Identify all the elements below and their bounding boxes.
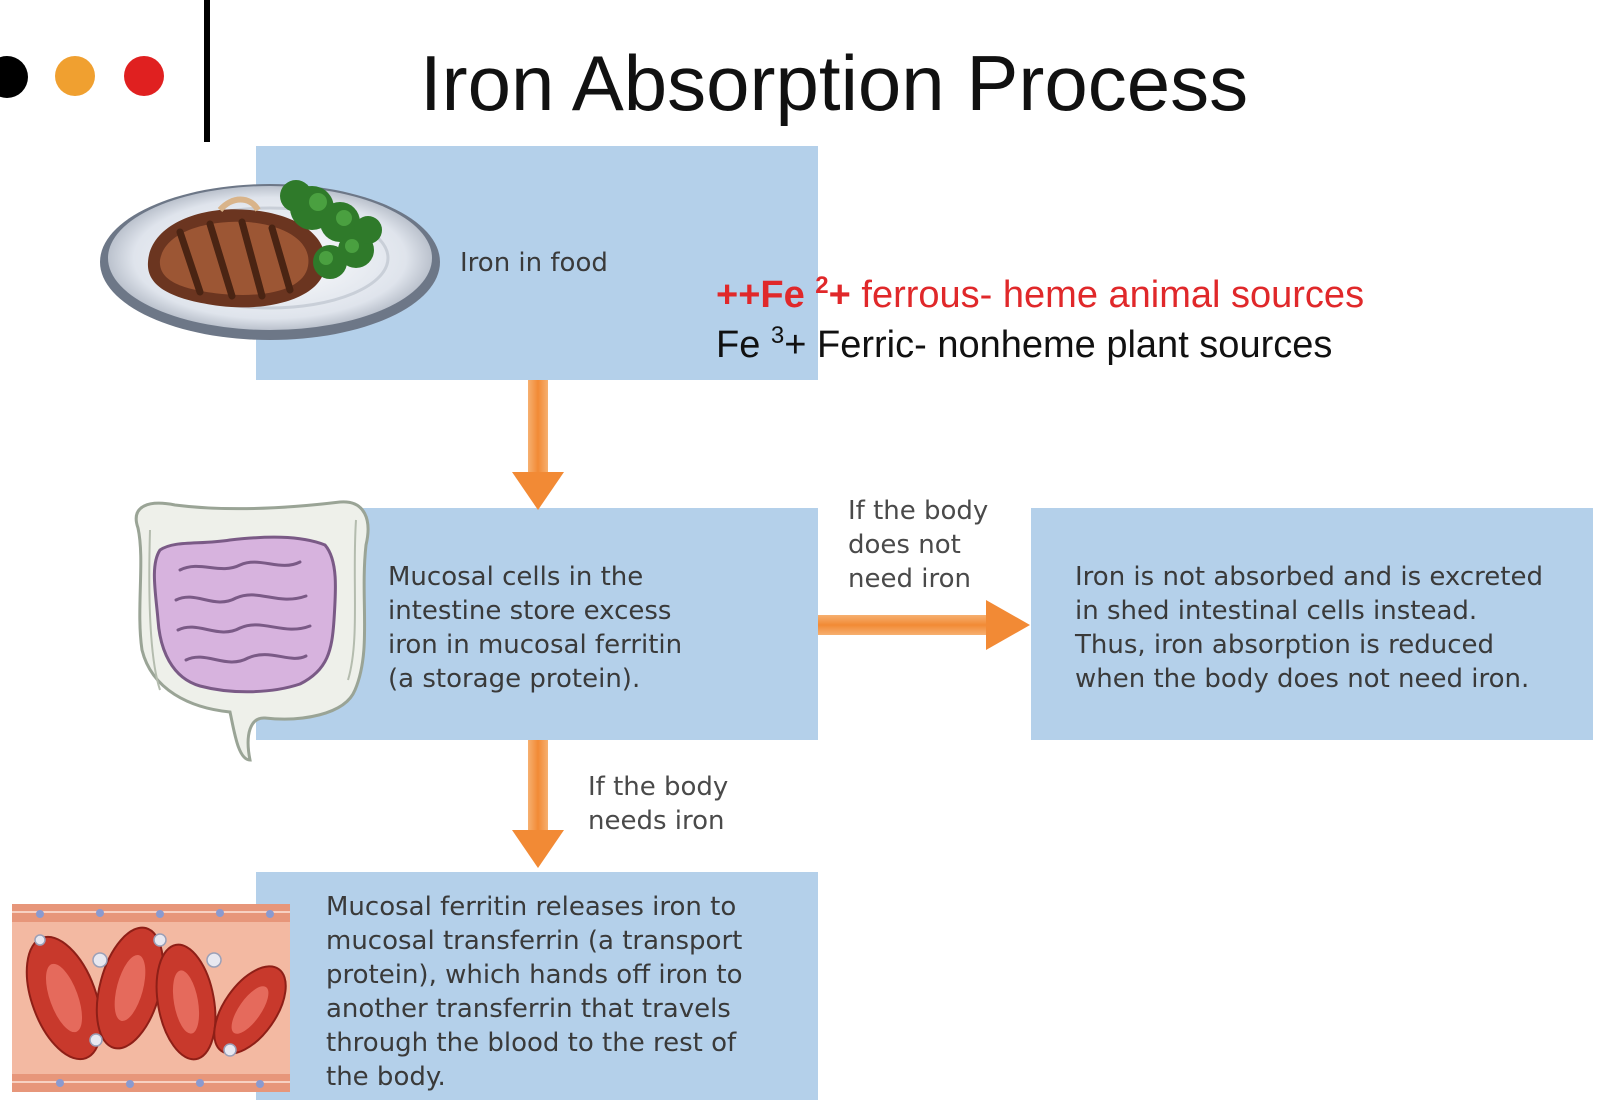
heme-iron-note: ++Fe 2+ ferrous- heme animal sources bbox=[716, 272, 1364, 317]
steak-plate-icon bbox=[100, 180, 440, 340]
page-title: Iron Absorption Process bbox=[420, 39, 1249, 127]
nonheme-iron-note: Fe 3+ Ferric- nonheme plant sources bbox=[716, 322, 1332, 367]
intestine-icon bbox=[134, 500, 370, 762]
heme-superscript: 2 bbox=[815, 272, 829, 299]
step-text-excreted: Iron is not absorbed and is excreted in … bbox=[1075, 562, 1543, 694]
step-box-transferrin bbox=[256, 872, 818, 1100]
red-dot bbox=[124, 56, 164, 96]
step-text-food: Iron in food bbox=[460, 248, 608, 278]
arrow-right bbox=[818, 600, 1030, 650]
nonheme-description: Ferric- nonheme plant sources bbox=[806, 324, 1333, 366]
title-divider bbox=[204, 0, 210, 142]
step-text-mucosal: Mucosal cells in the intestine store exc… bbox=[388, 562, 683, 694]
step-box-excreted bbox=[1031, 508, 1593, 740]
blood-vessel-icon bbox=[12, 904, 290, 1092]
orange-dot bbox=[55, 56, 95, 96]
heme-description: ferrous- heme animal sources bbox=[850, 274, 1365, 316]
heme-suffix: + bbox=[828, 274, 851, 316]
arrow-down-2 bbox=[512, 740, 564, 868]
step-text-transferrin: Mucosal ferritin releases iron to mucosa… bbox=[326, 892, 743, 1092]
branch-label-not-needed: If the body does not need iron bbox=[848, 496, 989, 594]
heme-prefix: ++Fe bbox=[716, 274, 816, 316]
nonheme-suffix: + bbox=[784, 324, 807, 366]
arrow-down-1 bbox=[512, 380, 564, 510]
nonheme-superscript: 3 bbox=[770, 322, 785, 349]
nonheme-prefix: Fe bbox=[716, 324, 771, 366]
branch-label-needed: If the body needs iron bbox=[588, 772, 729, 836]
